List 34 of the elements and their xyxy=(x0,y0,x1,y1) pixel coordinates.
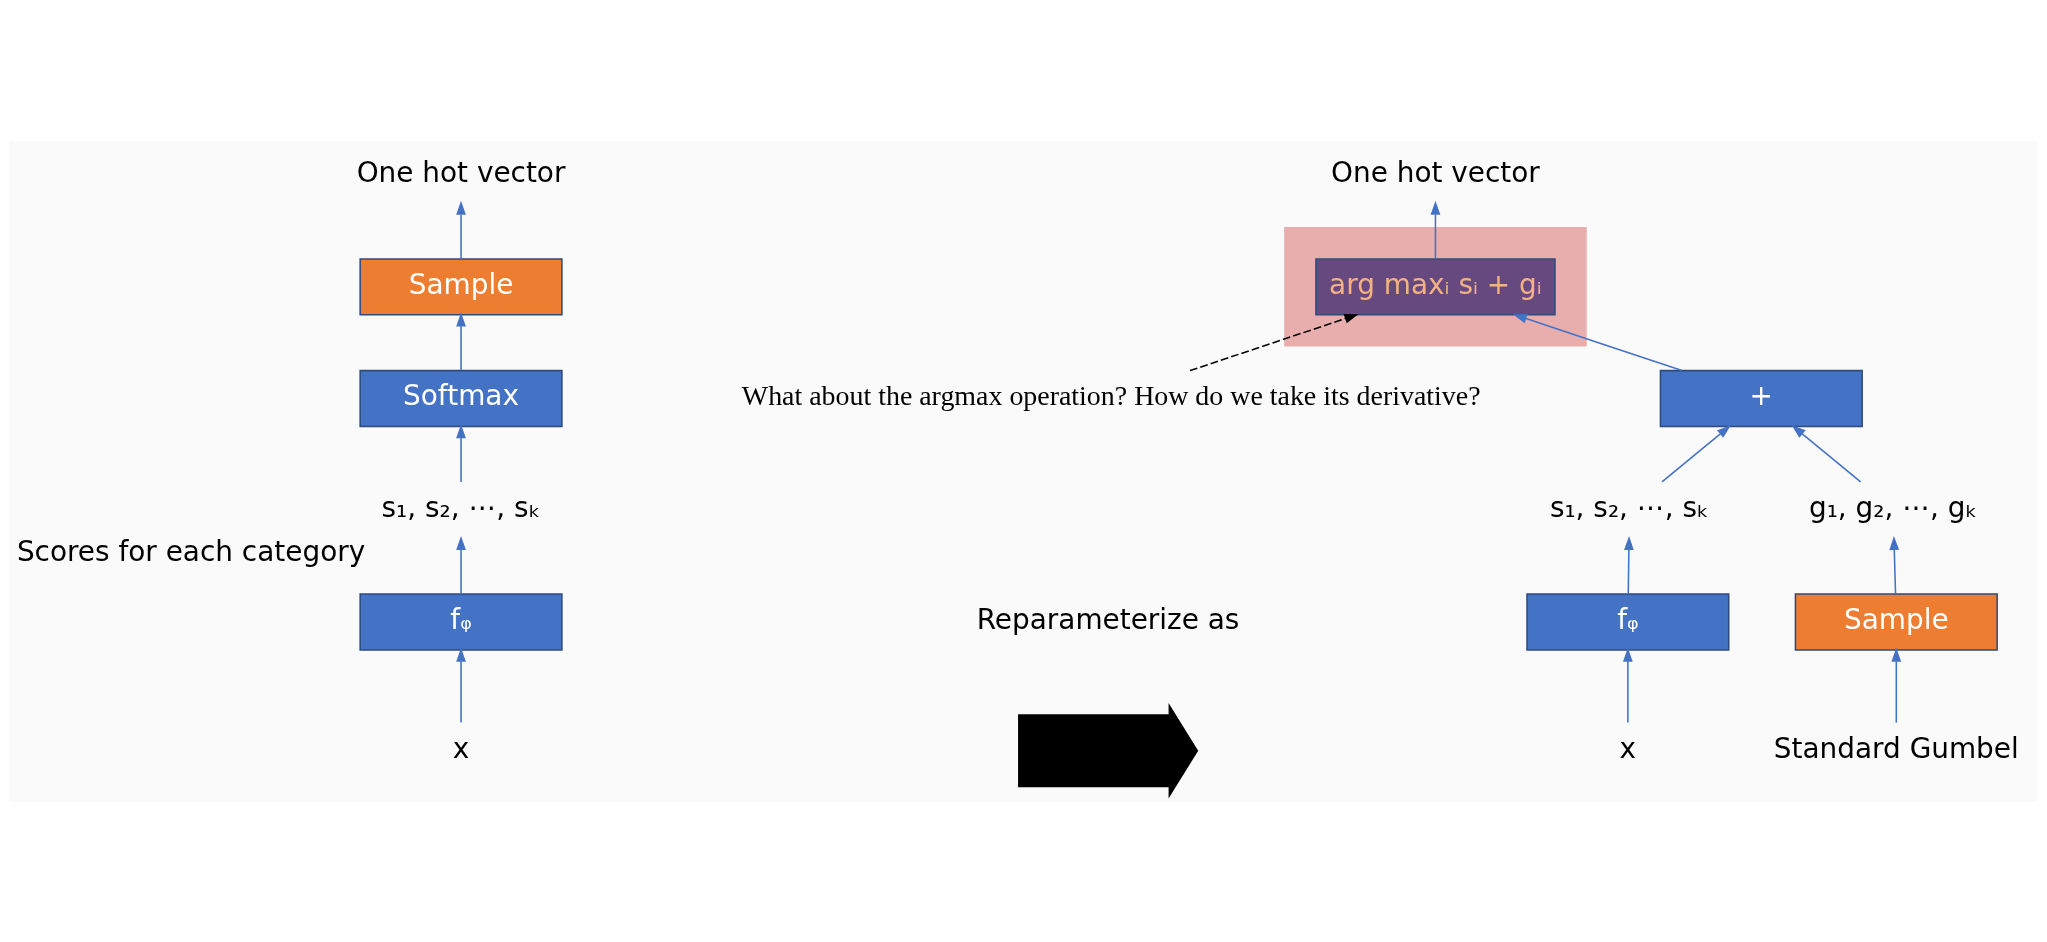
label: Reparameterize as xyxy=(976,602,1240,636)
arrow xyxy=(1891,647,1902,723)
node-text: One hot vector xyxy=(1331,155,1540,189)
node-box: fᵩ xyxy=(359,592,563,651)
arrow xyxy=(1661,424,1731,483)
node-text: s₁, s₂, ⋯, sₖ xyxy=(381,490,541,524)
node-label: Scores for each category xyxy=(16,534,366,568)
node-box: + xyxy=(1659,369,1863,427)
node-text: What about the argmax operation? How do we take its derivative? xyxy=(741,379,1481,411)
arrow xyxy=(456,423,466,483)
arrow xyxy=(456,535,466,594)
arrow xyxy=(1189,313,1359,371)
node-text: x xyxy=(452,731,470,765)
arrow xyxy=(1624,535,1634,594)
node-box: Sample xyxy=(359,257,563,316)
node-box: arg maxᵢ sᵢ + gᵢ xyxy=(1315,257,1556,316)
node-arrow xyxy=(1018,702,1199,798)
arrow xyxy=(456,312,466,371)
arrow xyxy=(1622,647,1633,723)
arrow xyxy=(1889,535,1900,594)
arrow xyxy=(1512,313,1683,371)
arrow xyxy=(456,647,466,723)
arrow xyxy=(1791,424,1862,483)
node-box: Sample xyxy=(1794,592,1998,651)
node-box: Softmax xyxy=(359,369,563,427)
cluster xyxy=(1284,226,1587,347)
arrow xyxy=(1430,200,1441,259)
arrow xyxy=(456,200,466,259)
node-box: fᵩ xyxy=(1526,592,1730,651)
node-text: x xyxy=(1619,731,1637,765)
node-text: s₁, s₂, ⋯, sₖ xyxy=(1549,490,1709,524)
node-text: Standard Gumbel xyxy=(1773,731,2019,765)
node-text: One hot vector xyxy=(356,155,566,189)
node-text: g₁, g₂, ⋯, gₖ xyxy=(1808,490,1978,524)
